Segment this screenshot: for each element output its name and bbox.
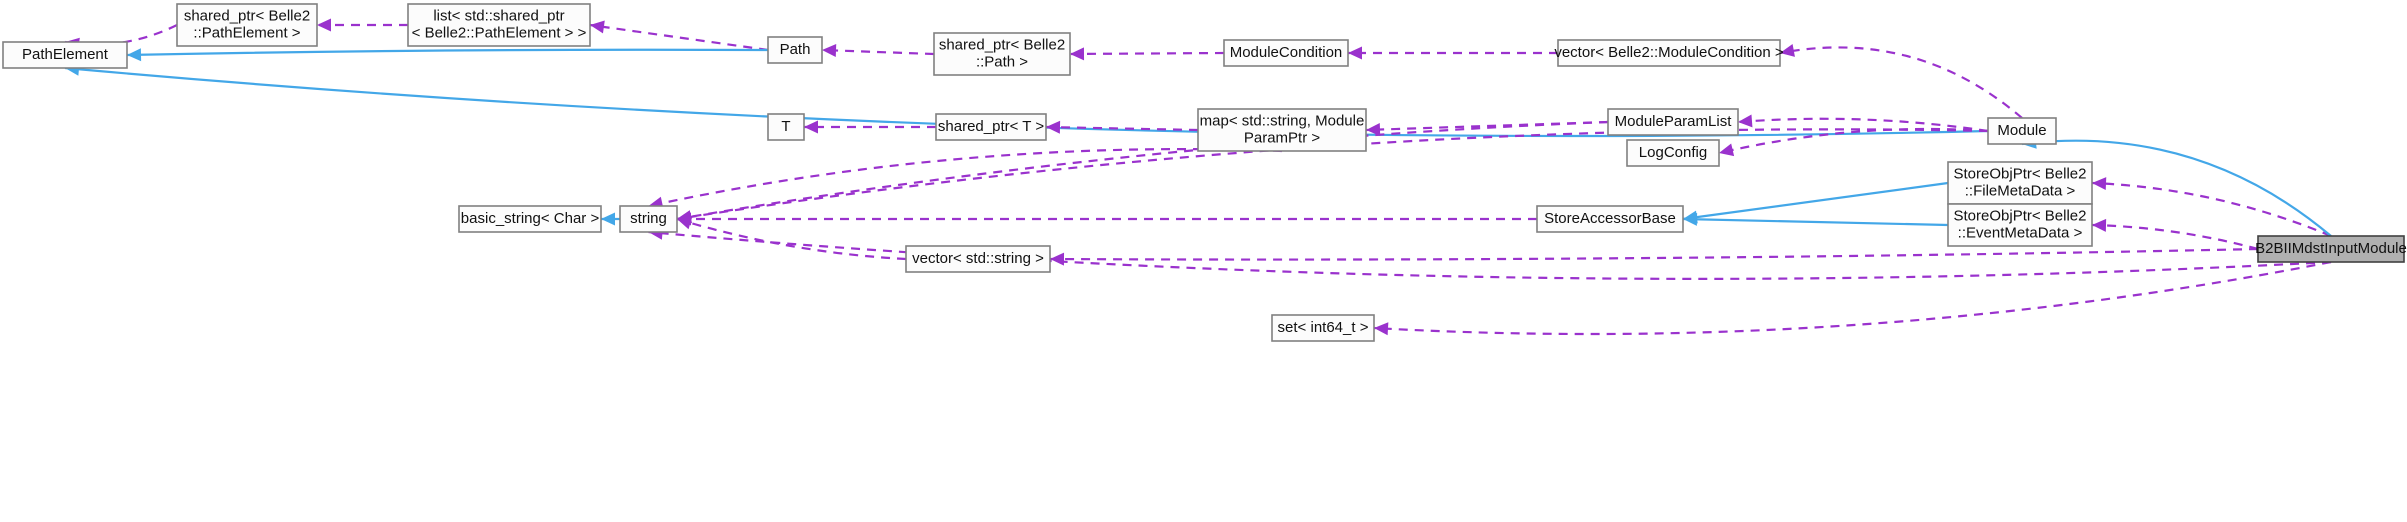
- arrowhead-t: [804, 120, 818, 134]
- edge-usage-module-to-vec_modulecond: [1779, 46, 2023, 119]
- node-box: [1223, 39, 1349, 67]
- node-box: [619, 205, 678, 233]
- arrowhead-pathelement: [127, 48, 142, 62]
- edge-usage-b2bii-to-sop_filemeta: [2091, 181, 2332, 238]
- node-box: [905, 245, 1051, 273]
- edge-inheritance-path-to-pathelement: [126, 48, 769, 57]
- arrowhead-storeaccessorbase: [1683, 212, 1698, 226]
- node-storeaccessorbase[interactable]: StoreAccessorBase: [1536, 205, 1684, 233]
- node-vec_string[interactable]: vector< std::string >: [905, 245, 1051, 273]
- arrowhead-path: [822, 44, 837, 57]
- node-box: [1557, 39, 1781, 67]
- node-moduleparamlist[interactable]: ModuleParamList: [1607, 108, 1739, 136]
- node-modulecondition[interactable]: ModuleCondition: [1223, 39, 1349, 67]
- arrowhead-moduleparamlist: [1738, 114, 1753, 128]
- node-basic_string[interactable]: basic_string< Char >: [458, 205, 602, 233]
- arrowhead-sop_filemeta: [2092, 177, 2107, 191]
- node-box: [2257, 235, 2405, 263]
- node-box: [767, 36, 823, 64]
- edge-usage-map_str_mpp-to-string: [648, 147, 1283, 208]
- arrowhead-modulecondition: [1348, 46, 1362, 60]
- edge-usage-modulecondition-to-sp_path: [1069, 51, 1225, 56]
- node-sp_t[interactable]: shared_ptr< T >: [935, 113, 1047, 141]
- node-box: [933, 32, 1071, 76]
- edge-usage-b2bii-to-set_int64: [1373, 260, 2332, 336]
- node-box: [1197, 108, 1367, 152]
- node-sp_path[interactable]: shared_ptr< Belle2::Path >: [933, 32, 1071, 76]
- node-box: [407, 3, 591, 47]
- node-box: [1947, 161, 2093, 205]
- arrowhead-sop_eventmeta: [2092, 218, 2107, 232]
- node-list_sp_pe[interactable]: list< std::shared_ptr< Belle2::PathEleme…: [407, 3, 591, 47]
- node-vec_modulecond[interactable]: vector< Belle2::ModuleCondition >: [1554, 39, 1784, 67]
- node-sop_eventmeta[interactable]: StoreObjPtr< Belle2::EventMetaData >: [1947, 203, 2093, 247]
- edge-inheritance-sop_eventmeta-to-storeaccessorbase: [1682, 217, 1949, 227]
- arrowhead-list_sp_pe: [590, 20, 605, 34]
- node-string[interactable]: string: [619, 205, 678, 233]
- node-b2bii[interactable]: B2BIIMdstInputModule: [2255, 235, 2407, 263]
- edge-usage-sp_path-to-path: [821, 48, 935, 56]
- node-box: [1536, 205, 1684, 233]
- node-box: [1947, 203, 2093, 247]
- arrowhead-logconfig: [1719, 143, 1735, 157]
- node-sp_pathelement[interactable]: shared_ptr< Belle2::PathElement >: [176, 3, 318, 47]
- node-path[interactable]: Path: [767, 36, 823, 64]
- node-box: [1607, 108, 1739, 136]
- node-box: [1987, 117, 2057, 145]
- edge-usage-path-to-list_sp_pe: [589, 23, 769, 52]
- node-t[interactable]: T: [767, 113, 805, 141]
- arrowhead-vec_modulecond: [1780, 44, 1795, 57]
- edge-inheritance-sop_filemeta-to-storeaccessorbase: [1682, 181, 1949, 221]
- arrowhead-map_str_mpp: [1366, 123, 1381, 137]
- arrowhead-sp_t: [1046, 120, 1061, 134]
- arrowhead-sp_path: [1070, 47, 1085, 61]
- edge-usage-b2bii-to-sop_eventmeta: [2091, 223, 2259, 251]
- arrowhead-set_int64: [1374, 322, 1389, 336]
- arrowhead-string: [677, 216, 693, 230]
- edge-usage-b2bii-to-string: [648, 230, 2332, 280]
- node-box: [2, 41, 128, 69]
- node-box: [1626, 139, 1720, 167]
- node-logconfig[interactable]: LogConfig: [1626, 139, 1720, 167]
- node-set_int64[interactable]: set< int64_t >: [1271, 314, 1375, 342]
- edge-usage-moduleparamlist-to-string: [676, 120, 1609, 221]
- edge-usage-moduleparamlist-to-map_str_mpp: [1365, 120, 1609, 132]
- edge-usage-map_str_mpp-to-sp_t: [1045, 125, 1199, 132]
- arrowhead-vec_string: [1050, 252, 1065, 266]
- node-box: [935, 113, 1047, 141]
- edge-usage-vec_string-to-string: [676, 217, 907, 261]
- node-box: [458, 205, 602, 233]
- arrowhead-basic_string: [601, 212, 615, 226]
- node-box: [1271, 314, 1375, 342]
- node-box: [176, 3, 318, 47]
- edge-usage-b2bii-to-vec_string: [1049, 247, 2259, 261]
- node-pathelement[interactable]: PathElement: [2, 41, 128, 69]
- node-sop_filemeta[interactable]: StoreObjPtr< Belle2::FileMetaData >: [1947, 161, 2093, 205]
- edge-inheritance-b2bii-to-module: [2021, 139, 2332, 237]
- node-module[interactable]: Module: [1987, 117, 2057, 145]
- node-layer: PathElement shared_ptr< Belle2::PathEleme…: [2, 3, 2407, 342]
- arrowhead-sp_pathelement: [317, 18, 331, 32]
- node-box: [767, 113, 805, 141]
